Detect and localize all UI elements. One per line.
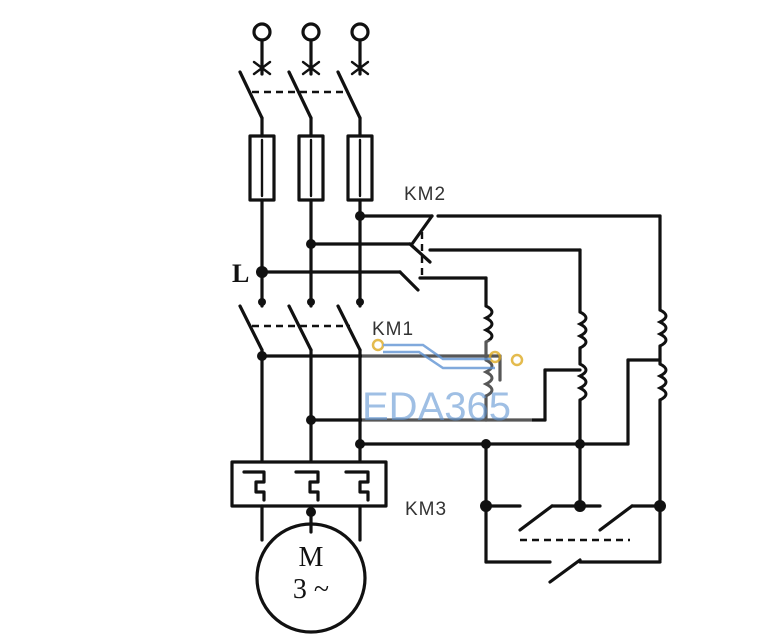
km3-label: KM3: [405, 499, 447, 520]
main-switch: [238, 70, 362, 138]
line-label: L: [232, 259, 249, 288]
km3-contacts: [480, 439, 666, 584]
km1-label: KM1: [372, 319, 414, 340]
supply-terminals: [252, 22, 370, 76]
fuses: [248, 134, 374, 202]
watermark-text: EDA365: [362, 385, 511, 429]
phase-lines: [256, 198, 434, 308]
km2-contacts: [398, 214, 662, 292]
km2-label: KM2: [404, 184, 446, 205]
motor-label-bottom: 3 ~: [293, 574, 329, 605]
thermal-relay: [230, 460, 388, 542]
motor: M 3 ~: [255, 522, 367, 634]
watermark: EDA365: [362, 338, 532, 429]
motor-label-top: M: [299, 542, 324, 573]
